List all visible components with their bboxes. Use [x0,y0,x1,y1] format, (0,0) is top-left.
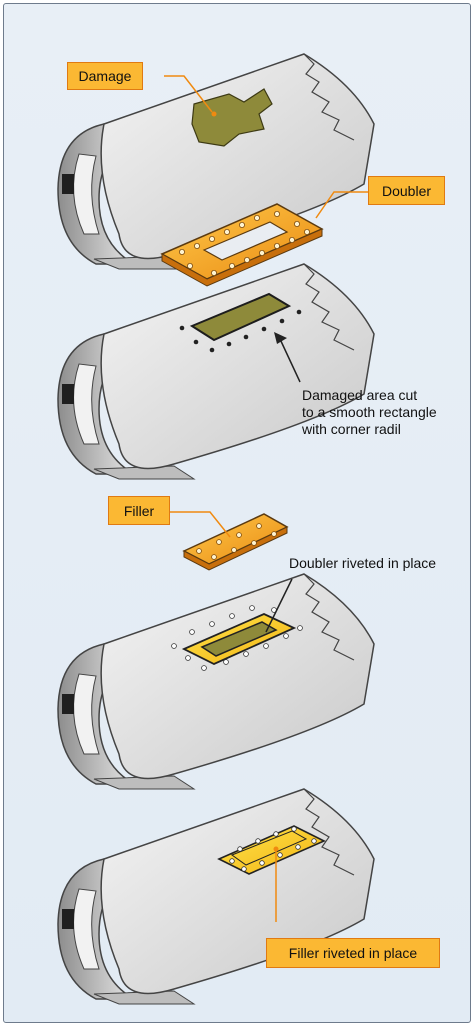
damage-callout: Damage [67,62,143,90]
skin-stage-damage [57,53,375,270]
repair-sequence-illustration [57,53,375,1005]
filler-callout: Filler [108,496,170,525]
skin-stage-cut [57,263,375,480]
diagram-frame: Damage Doubler Filler Filler riveted in … [3,3,471,1023]
cut-rectangle [189,292,292,342]
damaged-area-label: Damaged area cut to a smooth rectangle w… [302,387,437,437]
damage-area [191,88,273,147]
filler-plate [182,513,289,571]
doubler-callout: Doubler [368,176,445,205]
callout-leaders [164,75,372,922]
skin-stage-filler-riveted [57,788,375,1005]
doubler-riveted-label: Doubler riveted in place [289,555,437,571]
doubler-riveted-leader [265,578,293,633]
skin-stage-doubler-riveted [57,573,375,790]
filler-riveted-callout: Filler riveted in place [266,938,440,968]
damaged-area-leader [279,338,301,383]
doubler-plate [160,203,324,287]
